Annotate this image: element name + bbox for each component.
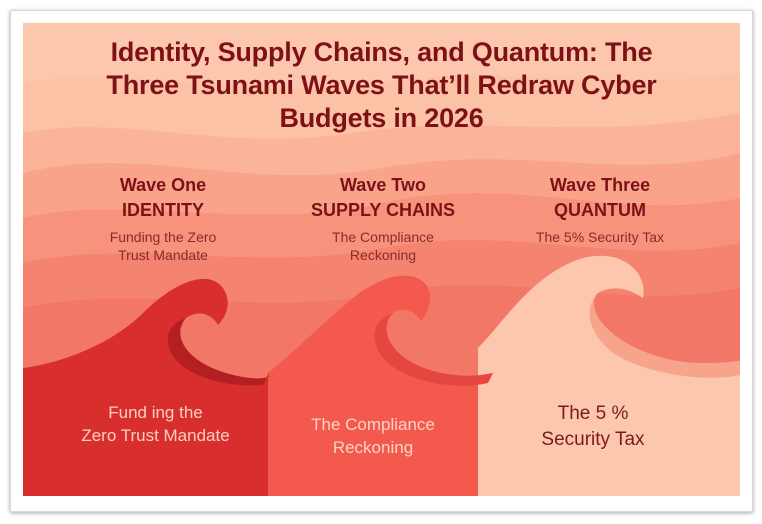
wave-label: Wave Two [339, 175, 426, 195]
subtitle-line: Funding the Zero [109, 229, 217, 245]
caption-line: Zero Trust Mandate [81, 426, 230, 445]
infographic-poster: Identity, Supply Chains, and Quantum: Th… [23, 23, 740, 496]
wave-one-header: Wave One IDENTITY Funding the Zero Trust… [48, 173, 278, 264]
title-line: Identity, Supply Chains, and Quantum: Th… [110, 37, 653, 67]
wave-name: QUANTUM [554, 200, 646, 220]
wave-name: IDENTITY [121, 200, 204, 220]
caption-line: Fund ing the [108, 403, 203, 422]
wave-label: Wave Three [549, 175, 651, 195]
wave-one-caption: Fund ing the Zero Trust Mandate [43, 401, 268, 447]
wave-background-illustration [23, 73, 740, 496]
wave-subtitle: The 5% Security Tax [485, 228, 715, 246]
wave-subtitle: Funding the Zero Trust Mandate [48, 228, 278, 264]
subtitle-line: Reckoning [349, 247, 417, 263]
subtitle-line: The 5% Security Tax [535, 229, 665, 245]
wave-two-caption: The Compliance Reckoning [268, 413, 478, 459]
wave-name: SUPPLY CHAINS [310, 200, 456, 220]
wave-label: Wave One [119, 175, 207, 195]
wave-two-header: Wave Two SUPPLY CHAINS The Compliance Re… [268, 173, 498, 264]
wave-subtitle: The Compliance Reckoning [268, 228, 498, 264]
wave-three-caption: The 5 % Security Tax [478, 401, 708, 453]
caption-line: The 5 % [557, 403, 629, 424]
subtitle-line: Trust Mandate [118, 247, 208, 263]
caption-line: Security Tax [541, 429, 645, 450]
title-line: Three Tsunami Waves That’ll Redraw Cyber [106, 70, 657, 100]
subtitle-line: The Compliance [332, 229, 434, 245]
caption-line: Reckoning [332, 438, 414, 457]
title-line: Budgets in 2026 [279, 103, 484, 133]
poster-title: Identity, Supply Chains, and Quantum: Th… [23, 36, 740, 135]
wave-three-header: Wave Three QUANTUM The 5% Security Tax [485, 173, 715, 246]
caption-line: The Compliance [311, 415, 435, 434]
